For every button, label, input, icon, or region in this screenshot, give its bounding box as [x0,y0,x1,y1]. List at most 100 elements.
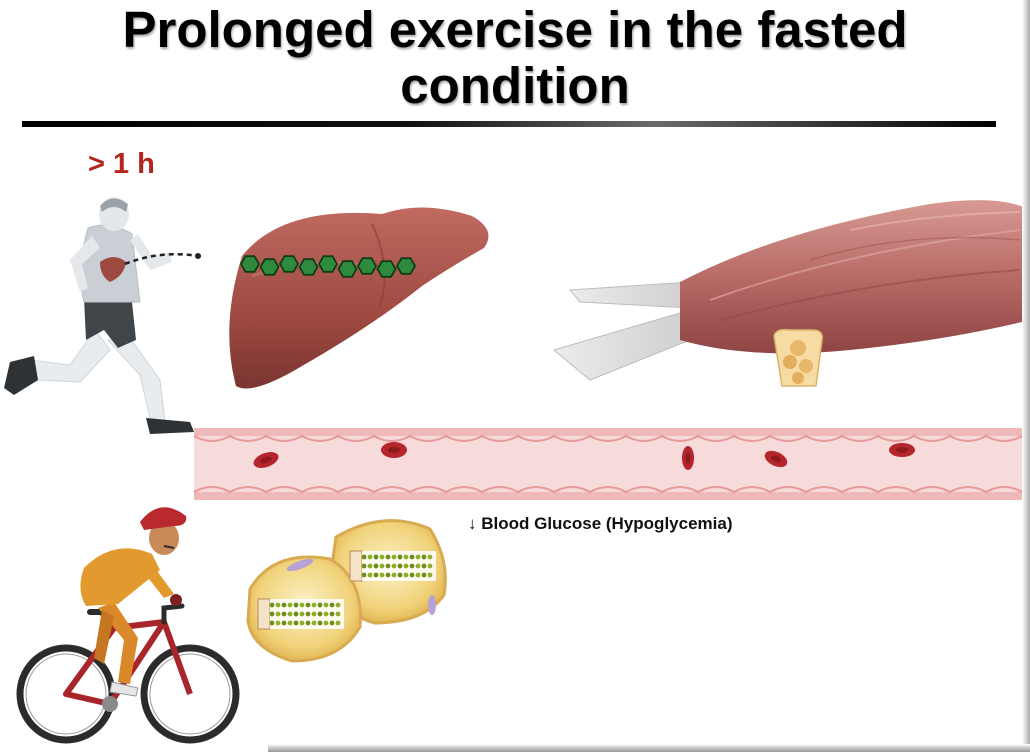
triglyceride-unit [421,572,427,578]
triglyceride-unit [329,620,335,626]
triglyceride-unit [317,620,323,626]
adipocyte-icon [246,519,447,663]
triglyceride-unit [269,611,275,617]
triglyceride-unit [293,620,299,626]
triglyceride-unit [361,572,367,578]
triglyceride-unit [421,554,427,560]
triglyceride-unit [305,602,311,608]
triglyceride-unit [391,563,397,569]
blood-glucose-label: ↓ Blood Glucose (Hypoglycemia) [468,514,733,533]
triglyceride-unit [409,572,415,578]
triglyceride-unit [421,563,427,569]
triglyceride-unit [287,602,293,608]
triglyceride-unit [403,563,409,569]
red-blood-cell [764,450,788,468]
triglyceride-unit [379,554,385,560]
triglyceride-unit [379,572,385,578]
triglyceride-unit [287,620,293,626]
skeletal-muscle-icon [552,200,1030,387]
red-blood-cell [682,446,694,470]
triglyceride-unit [329,611,335,617]
triglyceride-unit [427,563,433,569]
triglyceride-unit [311,611,317,617]
triglyceride-unit [305,611,311,617]
triglyceride-unit [397,563,403,569]
title-divider [22,121,996,127]
vessel-wall-top [193,434,1030,442]
triglyceride-unit [367,554,373,560]
triglyceride-unit [275,620,281,626]
triglyceride-unit [427,554,433,560]
triglyceride-unit [427,572,433,578]
triglyceride-unit [293,611,299,617]
triglyceride-unit [317,602,323,608]
triglyceride-unit [299,602,305,608]
triglyceride-unit [403,554,409,560]
triglyceride-unit [275,602,281,608]
triglyceride-unit [323,620,329,626]
red-blood-cell [381,442,407,458]
triglyceride-unit [305,620,311,626]
cyclist-icon [16,507,240,744]
triglyceride-unit [379,563,385,569]
glycogen-unit [337,260,358,278]
triglyceride-unit [311,602,317,608]
triglyceride-unit [269,620,275,626]
triglyceride-unit [323,602,329,608]
triglyceride-unit [409,554,415,560]
triglyceride-unit [323,611,329,617]
glycogen-unit [317,255,339,273]
triglyceride-unit [281,602,287,608]
glycogen-chain [239,255,417,278]
triglyceride-unit [281,611,287,617]
triglyceride-unit [269,602,275,608]
triglyceride-unit [275,611,281,617]
triglyceride-unit [335,611,341,617]
triglyceride-unit [281,620,287,626]
triglyceride-unit [311,620,317,626]
triglyceride-unit [385,572,391,578]
triglyceride-unit [391,572,397,578]
triglyceride-unit [415,572,421,578]
glycogen-unit [395,257,417,275]
glycogen-unit [376,260,397,278]
triglyceride-unit [367,572,373,578]
title-line-2: condition [400,57,630,114]
triglyceride-unit [299,620,305,626]
triglyceride-unit [293,602,299,608]
glycogen-unit [356,257,378,275]
liver-icon [229,207,489,389]
runner-icon [4,197,201,434]
glycogen-unit [298,258,319,276]
triglyceride-unit [385,554,391,560]
triglyceride-unit [335,620,341,626]
triglyceride-unit [415,563,421,569]
slide-frame-bottom [268,744,1030,752]
duration-label: > 1 h [88,148,155,180]
triglyceride-unit [361,554,367,560]
red-blood-cell [889,443,915,457]
triglyceride-unit [397,554,403,560]
glycogen-unit [278,255,300,273]
slide-frame-right [1022,0,1030,752]
triglyceride-unit [385,563,391,569]
blood-vessel-icon [193,428,1030,500]
triglyceride-unit [397,572,403,578]
triglyceride-unit [409,563,415,569]
triglyceride-unit [287,611,293,617]
triglyceride-unit [415,554,421,560]
triglyceride-unit [361,563,367,569]
triglyceride-unit [367,563,373,569]
vessel-wall-bottom [193,486,1030,494]
triglyceride-unit [299,611,305,617]
triglyceride-unit [403,572,409,578]
triglyceride-unit [317,611,323,617]
triglyceride-unit [335,602,341,608]
triglyceride-unit [373,563,379,569]
title-line-1: Prolonged exercise in the fasted [122,1,908,58]
triglyceride-unit [391,554,397,560]
triglyceride-unit [329,602,335,608]
glycogen-unit [259,258,280,276]
slide-title: Prolonged exercise in the fasted conditi… [0,2,1030,114]
